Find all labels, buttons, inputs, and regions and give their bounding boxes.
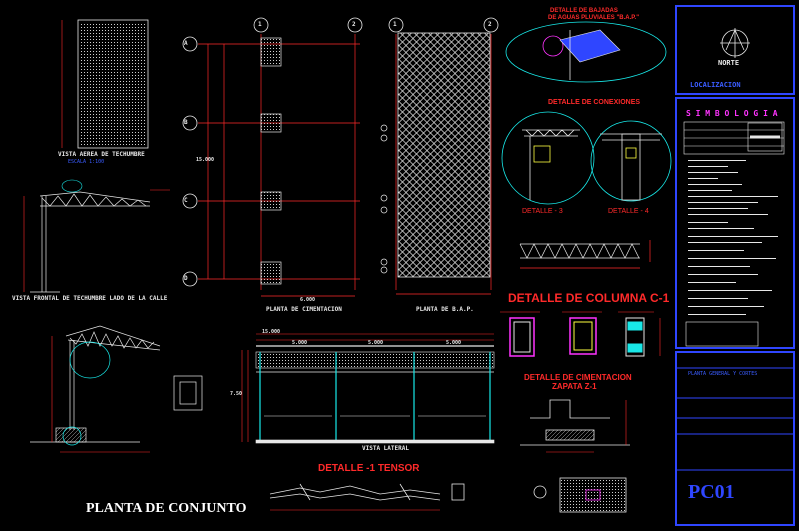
bap-plan-title: PLANTA DE B.A.P. bbox=[416, 306, 474, 313]
lateral-dim-2: 5.000 bbox=[368, 340, 384, 346]
aerial-scale-note: ESCALA 1:100 bbox=[68, 159, 105, 165]
connection-details bbox=[501, 111, 672, 205]
foundation-plan-title: PLANTA DE CIMENTACION bbox=[266, 306, 342, 313]
grid-bubble-2b: 2 bbox=[488, 21, 492, 28]
lateral-dim-1: 5.000 bbox=[292, 340, 308, 346]
lateral-dim-total: 15.000 bbox=[262, 329, 281, 335]
column-detail-title: DETALLE DE COLUMNA C-1 bbox=[508, 291, 670, 305]
lateral-dim-3: 5.000 bbox=[446, 340, 462, 346]
bap-plan-mesh bbox=[397, 32, 491, 278]
downspout-title-1: DETALLE DE BAJADAS bbox=[550, 8, 618, 14]
tensor-detail bbox=[269, 483, 465, 501]
grid-bubble-2a: 2 bbox=[352, 21, 356, 28]
connections-title: DETALLE DE CONEXIONES bbox=[548, 99, 641, 106]
downspout-detail bbox=[505, 21, 667, 83]
foundation-detail-subtitle: ZAPATA Z-1 bbox=[552, 382, 597, 391]
front-view-title: VISTA FRONTAL DE TECHUMBRE LADO DE LA CA… bbox=[12, 295, 168, 302]
lateral-height-dim: 7.50 bbox=[230, 391, 243, 397]
aerial-view-title: VISTA AEREA DE TECHUMBRE bbox=[58, 151, 145, 158]
truss-elevation bbox=[519, 243, 640, 259]
plan-height-dim: 15.000 bbox=[196, 157, 215, 163]
grid-bubble-b: B bbox=[184, 119, 188, 126]
grid-bubble-d: D bbox=[184, 275, 188, 282]
lateral-dimensions bbox=[241, 333, 494, 442]
legend-title: S I M B O L O G I A bbox=[686, 109, 778, 118]
footings bbox=[260, 37, 282, 285]
grid-bubble-a: A bbox=[184, 40, 188, 47]
downspout-title-2: DE AGUAS PLUVIALES "B.A.P." bbox=[548, 15, 640, 21]
foundation-plan-dims bbox=[198, 34, 360, 297]
column-details bbox=[509, 317, 645, 357]
lateral-view bbox=[255, 345, 495, 444]
plan-width-dim: 6.000 bbox=[300, 297, 316, 303]
north-arrow-icon bbox=[720, 28, 750, 58]
project-name: PLANTA GENERAL Y CORTES bbox=[688, 371, 758, 377]
location-label: LOCALIZACION bbox=[690, 81, 741, 89]
detail-3-label: DETALLE - 3 bbox=[522, 208, 563, 215]
title-block-frame bbox=[675, 5, 795, 526]
grid-bubble-1b: 1 bbox=[393, 21, 397, 28]
tensor-detail-title: DETALLE -1 TENSOR bbox=[318, 463, 420, 474]
grid-bubble-c: C bbox=[184, 197, 188, 204]
north-label: NORTE bbox=[718, 59, 740, 67]
detail-4-label: DETALLE - 4 bbox=[608, 208, 649, 215]
sheet-code: PC01 bbox=[688, 481, 735, 503]
front-roof-view bbox=[30, 191, 151, 293]
lateral-view-title: VISTA LATERAL bbox=[362, 445, 409, 452]
grid-bubble-1a: 1 bbox=[258, 21, 262, 28]
section-detail bbox=[30, 325, 203, 443]
grid-bubbles bbox=[182, 17, 499, 287]
aerial-roof-view bbox=[61, 19, 149, 149]
footing-detail bbox=[520, 399, 630, 513]
sheet-title: PLANTA DE CONJUNTO bbox=[86, 501, 247, 516]
foundation-detail-title: DETALLE DE CIMENTACION bbox=[524, 373, 632, 382]
